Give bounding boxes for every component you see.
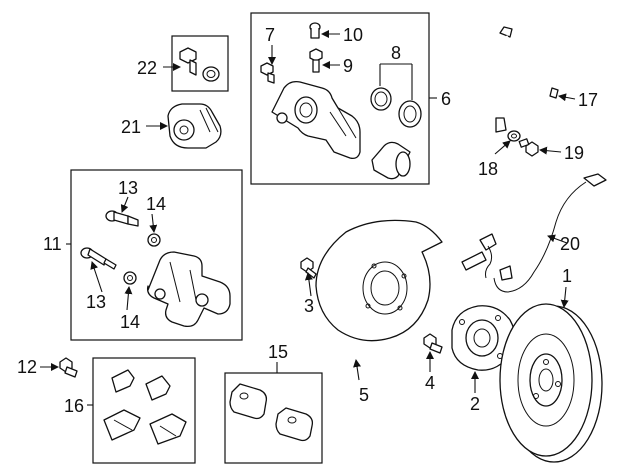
guide-pin-upper-part: [105, 210, 139, 227]
callout-14-upper: 14: [146, 194, 166, 214]
callout-19: 19: [564, 143, 584, 163]
callout-13-upper: 13: [118, 178, 138, 198]
pad-clips-part: [103, 369, 187, 445]
callout-7: 7: [265, 25, 275, 45]
callout-1: 1: [562, 266, 572, 286]
box-caliper-bracket: [70, 169, 243, 341]
callout-labels: 22 21 7 10 8 9 6 17 18 19 20 13 14 11 13…: [17, 25, 598, 416]
callout-22: 22: [137, 58, 157, 78]
caliper-body-part: [271, 80, 361, 160]
dust-boot-part: [398, 100, 422, 128]
leader-lines: [40, 30, 576, 406]
piston-seal-part: [370, 87, 392, 111]
piston-part: [371, 141, 411, 180]
callout-8: 8: [391, 43, 401, 63]
callout-5: 5: [359, 385, 369, 405]
callout-20: 20: [560, 234, 580, 254]
bushing-upper-part: [147, 233, 161, 247]
callout-15: 15: [268, 342, 288, 362]
abs-sensor-part: [461, 173, 607, 293]
brake-rotor-part: [499, 303, 603, 463]
bushing-lower-part: [123, 271, 137, 285]
bleeder-screw-part: [309, 48, 323, 73]
callout-3: 3: [304, 296, 314, 316]
callout-6: 6: [441, 89, 451, 109]
brake-hose-part: [495, 26, 559, 133]
callout-18: 18: [478, 159, 498, 179]
callout-12: 12: [17, 357, 37, 377]
guide-pin-lower-part: [80, 247, 117, 270]
actuator-part: [167, 103, 222, 149]
callout-13-lower: 13: [86, 292, 106, 312]
callout-10: 10: [343, 25, 363, 45]
callout-4: 4: [425, 373, 435, 393]
bracket-bolt-part: [59, 357, 78, 378]
splash-shield-part: [315, 219, 443, 342]
callout-21: 21: [121, 117, 141, 137]
box-pad-set: [224, 372, 323, 464]
copper-washer-part: [507, 130, 521, 142]
bleeder-cap-part: [309, 22, 321, 39]
brake-pads-part: [229, 383, 314, 442]
bolt-washer-part: [179, 47, 220, 82]
caliper-bracket-part: [146, 251, 231, 328]
box-clip-kit: [92, 357, 196, 464]
callout-17: 17: [578, 90, 598, 110]
callout-14-lower: 14: [120, 312, 140, 332]
hub-bolt-part: [423, 333, 443, 354]
guide-bolt-part: [260, 62, 275, 84]
callout-9: 9: [343, 56, 353, 76]
callout-16: 16: [64, 396, 84, 416]
banjo-bolt-part: [518, 138, 539, 157]
wheel-hub-part: [451, 305, 516, 371]
callout-11: 11: [43, 234, 62, 254]
box-hardware-kit: [171, 35, 229, 92]
callout-2: 2: [470, 394, 480, 414]
